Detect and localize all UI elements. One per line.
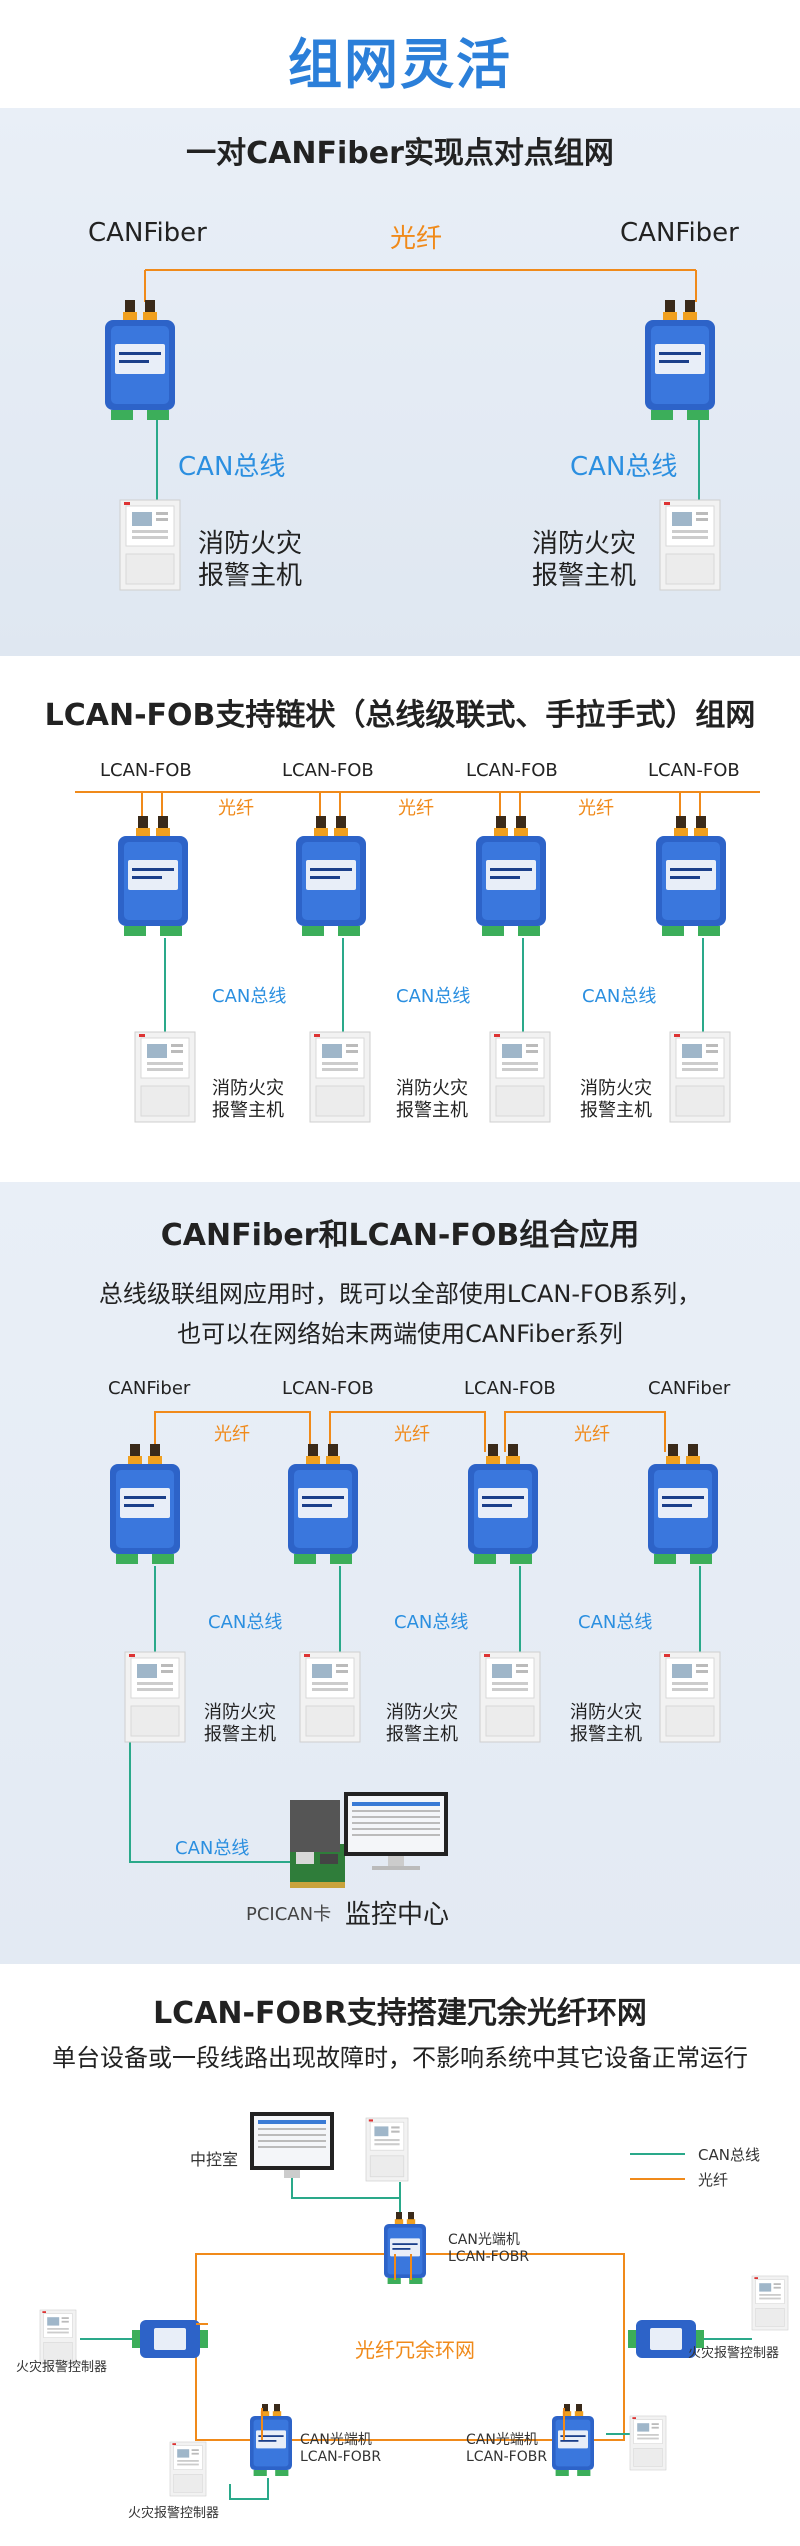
fiber-label-3: 光纤 <box>578 798 614 819</box>
canfiber-device-right <box>645 300 715 420</box>
device-label-left: CANFiber <box>88 218 207 248</box>
host-label-3: 消防火灾报警主机 <box>580 1078 652 1121</box>
device-label-1: LCAN-FOB <box>100 760 192 781</box>
fiber-label-2: 光纤 <box>398 798 434 819</box>
can-label-right: CAN总线 <box>570 452 678 482</box>
can-label-b: CAN总线 <box>394 1612 469 1633</box>
can-label-bottom: CAN总线 <box>175 1838 250 1859</box>
main-title: 组网灵活 <box>288 33 512 96</box>
can-label-a: CAN总线 <box>208 1612 283 1633</box>
fire-alarm-host-3 <box>489 1031 551 1123</box>
host-label-a: 消防火灾报警主机 <box>204 1702 276 1745</box>
device-label-a: CANFiber <box>108 1378 191 1399</box>
section4-description: 单台设备或一段线路出现故障时，不影响系统中其它设备正常运行 <box>52 2044 748 2072</box>
can-label-3: CAN总线 <box>582 986 657 1007</box>
canfiber-device-a <box>110 1444 180 1564</box>
lcan-fob-device-a <box>288 1444 358 1564</box>
section3-description: 总线级联组网应用时，既可以全部使用LCAN-FOB系列， 也可以在网络始末两端使… <box>98 1280 702 1348</box>
bottom-controller-host <box>169 2441 207 2497</box>
lcan-fob-device-4 <box>656 816 726 936</box>
section2-title: LCAN-FOB支持链状（总线级联式、手拉手式）组网 <box>44 698 756 733</box>
legend-fiber-label: 光纤 <box>698 2171 729 2189</box>
fire-alarm-host-c <box>479 1651 541 1743</box>
device-label-3: LCAN-FOB <box>466 760 558 781</box>
pcican-label: PCICAN卡 <box>246 1904 332 1925</box>
fiber-label-a: 光纤 <box>214 1424 250 1445</box>
control-room-monitor <box>250 2112 334 2178</box>
host-label-1: 消防火灾报警主机 <box>212 1078 284 1121</box>
host-label-right: 消防火灾 报警主机 <box>532 529 637 591</box>
left-fobr-node <box>132 2320 208 2358</box>
lcan-fob-device-b <box>468 1444 538 1564</box>
fire-alarm-host-left <box>119 499 181 591</box>
section4-diagram <box>39 2112 789 2500</box>
lcan-fob-device-2 <box>296 816 366 936</box>
canfiber-device-b <box>648 1444 718 1564</box>
bottom-left-fobr-node <box>250 2404 292 2476</box>
legend-can-label: CAN总线 <box>698 2146 760 2164</box>
canfiber-device-left <box>105 300 175 420</box>
can-label-2: CAN总线 <box>396 986 471 1007</box>
fire-alarm-host-2 <box>309 1031 371 1123</box>
bottom-controller-label: 火灾报警控制器 <box>128 2506 220 2521</box>
fiber-label-c: 光纤 <box>574 1424 610 1445</box>
fire-alarm-host-4 <box>669 1031 731 1123</box>
fire-alarm-host-d <box>659 1651 721 1743</box>
section3-diagram <box>110 1411 721 1888</box>
lcan-fob-device-3 <box>476 816 546 936</box>
device-label-2: LCAN-FOB <box>282 760 374 781</box>
host-label-left: 消防火灾 报警主机 <box>198 529 303 591</box>
fire-alarm-host-right <box>659 499 721 591</box>
device-label-c: LCAN-FOB <box>464 1378 556 1399</box>
section4-title: LCAN-FOBR支持搭建冗余光纤环网 <box>153 1996 647 2031</box>
can-label-c: CAN总线 <box>578 1612 653 1633</box>
device-label-right: CANFiber <box>620 218 739 248</box>
fiber-label-b: 光纤 <box>394 1424 430 1445</box>
fire-alarm-host-1 <box>134 1031 196 1123</box>
can-label-1: CAN总线 <box>212 986 287 1007</box>
section2-diagram <box>75 791 760 1123</box>
fire-alarm-host-b <box>299 1651 361 1743</box>
fiber-label-1: 光纤 <box>218 798 254 819</box>
control-room-host <box>365 2117 409 2182</box>
device-label-4: LCAN-FOB <box>648 760 740 781</box>
fire-alarm-host-a <box>124 1651 186 1743</box>
bottom-right-fobr-node <box>552 2404 594 2476</box>
can-label-left: CAN总线 <box>178 452 286 482</box>
server-tower <box>290 1800 340 1852</box>
host-label-b: 消防火灾报警主机 <box>386 1702 458 1745</box>
fiber-label: 光纤 <box>390 224 443 254</box>
right-controller-host <box>751 2275 789 2331</box>
right-controller-label: 火灾报警控制器 <box>688 2346 780 2361</box>
ring-label: 光纤冗余环网 <box>355 2338 475 2362</box>
monitor-screen <box>344 1792 448 1870</box>
host-label-c: 消防火灾报警主机 <box>570 1702 642 1745</box>
section1-diagram <box>105 269 721 591</box>
device-label-b: LCAN-FOB <box>282 1378 374 1399</box>
top-fobr-node <box>384 2212 426 2284</box>
control-room-label: 中控室 <box>190 2150 239 2169</box>
host-label-2: 消防火灾报警主机 <box>396 1078 468 1121</box>
left-controller-label: 火灾报警控制器 <box>16 2360 108 2375</box>
bottom-right-host <box>629 2415 667 2471</box>
section3-title: CANFiber和LCAN-FOB组合应用 <box>160 1218 640 1253</box>
device-label-d: CANFiber <box>648 1378 731 1399</box>
section1-title: 一对CANFiber实现点对点组网 <box>186 136 614 171</box>
monitor-center-label: 监控中心 <box>345 1900 450 1930</box>
lcan-fob-device-1 <box>118 816 188 936</box>
